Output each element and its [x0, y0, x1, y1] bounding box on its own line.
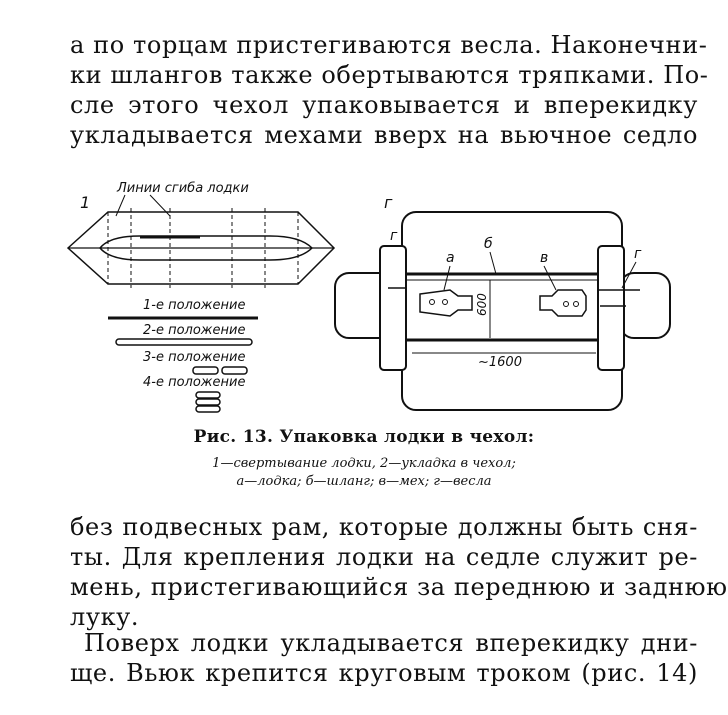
text-line: а по торцам пристегиваются весла. Наконе…	[70, 31, 708, 59]
label-g-right: г	[634, 246, 642, 262]
boat-folding-drawing: 1 Линии сгиба лодки 1-е положение 2-е по…	[66, 181, 336, 413]
label-v-pointer	[543, 265, 557, 291]
position-4-label: 4-е положение	[143, 375, 245, 390]
label-a: а	[446, 250, 455, 266]
bellows-shape	[539, 289, 587, 317]
label-g-right-pointer	[621, 261, 637, 289]
label-b: б	[484, 236, 493, 252]
fold-lines	[107, 208, 299, 288]
text-line: без подвесных рам, которые должны быть с…	[70, 513, 698, 541]
position-1-label: 1-е положение	[143, 298, 245, 313]
paragraph-bottom: Поверх лодки укладывается вперекидку дни…	[70, 628, 698, 688]
figure-label-1: 1	[80, 193, 90, 212]
cover-rectangle	[401, 211, 623, 411]
text-line: ты. Для крепления лодки на седле служит …	[70, 543, 698, 571]
position-2-label: 2-е положение	[143, 323, 245, 338]
label-b-pointer	[489, 251, 497, 275]
text-line: ки шлангов также обертываются тряпками. …	[70, 61, 709, 89]
figure-caption-title: Рис. 13. Упаковка лодки в чехол:	[193, 427, 535, 447]
packing-drawing: г 600	[334, 193, 671, 411]
figure-caption-line: 1—свертывание лодки, 2—укладка в чехол;	[212, 456, 516, 471]
figure-caption-line: а—лодка; б—шланг; в—мех; г—весла	[236, 474, 492, 489]
label-g-left: г	[390, 228, 398, 244]
figure-13: 1 Линии сгиба лодки 1-е положение 2-е по…	[66, 181, 671, 413]
text-line: Поверх лодки укладывается вперекидку дни…	[84, 629, 698, 657]
position-3-shape-b	[221, 366, 248, 375]
label-a-pointer	[443, 265, 451, 291]
text-line: сле этого чехол упаковывается и вперекид…	[70, 91, 698, 119]
oar-right	[597, 245, 625, 371]
position-3-label: 3-е положение	[143, 350, 245, 365]
fold-lines-label: Линии сгиба лодки	[116, 181, 249, 196]
position-4-shape	[195, 391, 221, 413]
label-v: в	[540, 250, 548, 266]
text-line: ще. Вьюк крепится круговым троком (рис. …	[70, 659, 698, 687]
oar-left	[379, 245, 407, 371]
boat-shape	[419, 289, 473, 317]
flap-right	[619, 272, 671, 339]
paragraph-middle: без подвесных рам, которые должны быть с…	[70, 512, 728, 632]
text-line: луку.	[70, 603, 140, 631]
text-line: мень, пристегивающийся за переднюю и зад…	[70, 573, 728, 601]
figure-label-g: г	[384, 193, 393, 212]
paragraph-top: а по торцам пристегиваются весла. Наконе…	[70, 30, 709, 150]
dim-width-text: 600	[475, 293, 489, 316]
text-line: укладывается мехами вверх на вьючное сед…	[70, 121, 698, 149]
dim-length-text: ~1600	[478, 355, 522, 370]
fold-lines-pointer	[115, 194, 171, 217]
position-2-shape	[115, 338, 253, 346]
position-3-shape-a	[192, 366, 219, 375]
